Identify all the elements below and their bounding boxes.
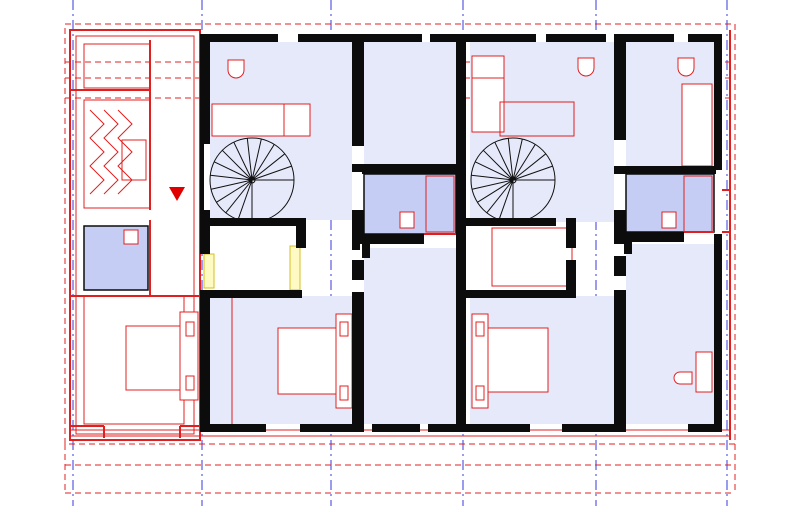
stair-tread [210, 174, 253, 181]
toilet-unit-a [399, 211, 415, 229]
stair-tread [498, 179, 514, 220]
toilet-unit-b [661, 211, 677, 229]
desk-chair [227, 59, 245, 79]
bed-unit-b-upper [471, 55, 505, 133]
stair-tread [251, 138, 262, 181]
stair-tread [507, 138, 514, 181]
existing-toilet [123, 229, 139, 245]
stair-tread [477, 179, 514, 203]
down-triangle-icon [169, 187, 185, 201]
stair-tread [512, 165, 553, 181]
furniture [211, 55, 713, 424]
spiral-stair-unit-a [209, 137, 295, 223]
stair-tread [221, 149, 253, 181]
stair-tread [474, 161, 514, 181]
stair-tread [246, 138, 253, 181]
stair-tread [210, 179, 253, 190]
bed-unit-a-upper [211, 103, 311, 137]
walls [200, 34, 722, 432]
door-highlight-right [289, 245, 301, 291]
stair-tread [471, 179, 514, 190]
stair-tread [471, 174, 514, 181]
stair-tread [251, 153, 286, 181]
stair-tread [233, 141, 253, 181]
stair-tread [225, 179, 253, 214]
stair-tread [251, 165, 292, 181]
door-highlight-left [203, 253, 215, 289]
stair-tread [512, 138, 523, 181]
stair-tread [213, 161, 253, 181]
stair-tread [486, 179, 514, 214]
stair-tread [237, 179, 253, 220]
existing-wall-ticks [424, 30, 731, 440]
stair-tread [216, 179, 253, 203]
stair-tread [251, 144, 275, 181]
stair-tread [512, 153, 547, 181]
stair-tread [482, 149, 514, 181]
stair-tread [494, 141, 514, 181]
stair-tread [512, 144, 536, 181]
